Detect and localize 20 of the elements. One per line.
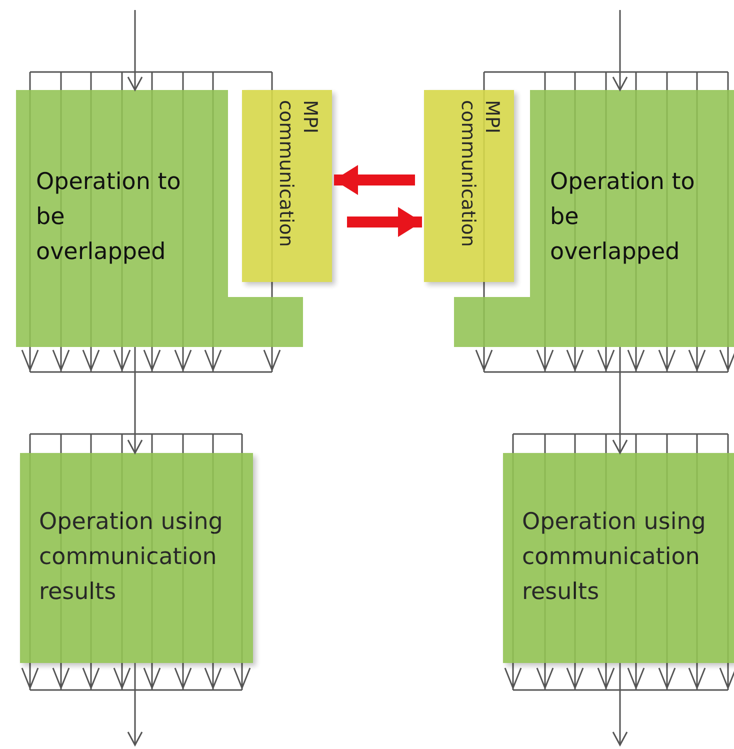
communication-box [424, 90, 514, 282]
arrow [127, 347, 143, 454]
box-label: Operation using communication results [39, 508, 224, 607]
arrow [612, 10, 628, 91]
communication-box [242, 90, 332, 282]
arrow [127, 663, 143, 746]
message-arrow [334, 165, 415, 195]
operation-box [16, 90, 303, 347]
box-label: Operation using communication results [522, 508, 707, 607]
arrow [127, 10, 143, 91]
box-label: Operation to be overlapped [550, 168, 696, 267]
arrow [612, 347, 628, 454]
box-label: MPI communication [274, 100, 322, 249]
message-arrow [347, 207, 422, 237]
box-label: MPI communication [456, 100, 504, 249]
box-label: Operation to be overlapped [36, 168, 182, 267]
operation-box [20, 453, 253, 663]
operation-box [503, 453, 734, 663]
arrow [612, 663, 628, 746]
operation-box [454, 90, 734, 347]
